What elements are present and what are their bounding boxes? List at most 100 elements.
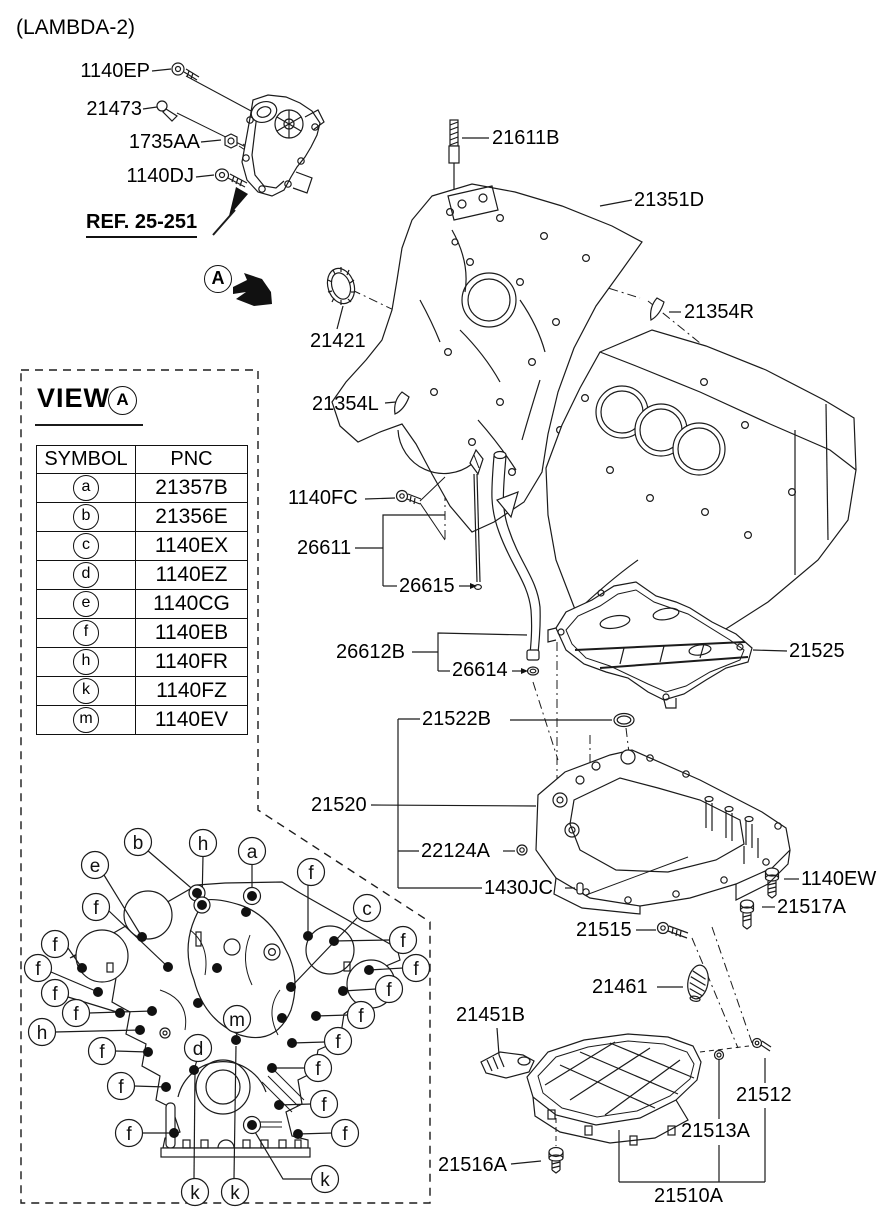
view-direction-arrow bbox=[233, 273, 272, 306]
svg-text:f: f bbox=[315, 1059, 321, 1080]
leader-lines bbox=[142, 68, 799, 1183]
gasket-21451b-glyph bbox=[480, 1051, 535, 1079]
nut-1735aa-glyph bbox=[224, 133, 238, 149]
part-label-26614: 26614 bbox=[452, 659, 508, 681]
symbol-badge: h bbox=[73, 649, 99, 675]
callout: k bbox=[180, 1177, 210, 1207]
callout: f bbox=[309, 1089, 339, 1119]
callout: f bbox=[330, 1118, 360, 1148]
symbol-callouts: b h a f e f c f f f f f f f f h f f m d … bbox=[23, 827, 431, 1207]
gasket-21354r-glyph bbox=[650, 297, 665, 321]
bolt-21516a-glyph bbox=[548, 1146, 564, 1174]
pnc-value: 1140EX bbox=[135, 531, 248, 561]
svg-text:f: f bbox=[400, 931, 406, 952]
callout-leader-lines bbox=[50, 849, 404, 1180]
svg-text:f: f bbox=[321, 1095, 327, 1116]
symbol-badge: d bbox=[73, 562, 99, 588]
svg-text:k: k bbox=[190, 1183, 200, 1204]
table-row: d 1140EZ bbox=[36, 560, 248, 590]
svg-text:f: f bbox=[358, 1006, 364, 1027]
table-header-row: SYMBOL PNC bbox=[36, 445, 248, 474]
plug-21473-glyph bbox=[156, 100, 178, 122]
svg-text:f: f bbox=[99, 1042, 105, 1063]
svg-text:d: d bbox=[193, 1039, 204, 1060]
svg-text:h: h bbox=[37, 1023, 48, 1044]
svg-text:f: f bbox=[335, 1032, 341, 1053]
callout: f bbox=[106, 1071, 136, 1101]
pnc-value: 1140FZ bbox=[135, 676, 248, 706]
table-row: k 1140FZ bbox=[36, 676, 248, 706]
page-title: (LAMBDA-2) bbox=[16, 16, 136, 39]
pnc-value: 1140EB bbox=[135, 618, 248, 648]
callout: f bbox=[40, 929, 70, 959]
symbol-badge: f bbox=[73, 620, 99, 646]
svg-text:f: f bbox=[52, 935, 58, 956]
symbol-badge: m bbox=[73, 707, 99, 733]
callout: f bbox=[114, 1118, 144, 1148]
bolt-21517a-glyph bbox=[739, 899, 755, 930]
pnc-value: 1140EZ bbox=[135, 560, 248, 590]
symbol-badge: a bbox=[73, 475, 99, 501]
part-label-26615: 26615 bbox=[399, 575, 455, 597]
callout: h bbox=[27, 1017, 57, 1047]
dowel-1430jc-glyph bbox=[576, 882, 584, 895]
svg-text:f: f bbox=[73, 1004, 79, 1025]
svg-text:f: f bbox=[126, 1124, 132, 1145]
bolt-1140ew-glyph bbox=[764, 867, 780, 899]
part-label-21611b: 21611B bbox=[492, 127, 560, 149]
callout: f bbox=[61, 998, 91, 1028]
callout: f bbox=[374, 974, 404, 1004]
callout: d bbox=[183, 1033, 213, 1063]
part-label-21461: 21461 bbox=[592, 976, 648, 998]
water-pump-drawing bbox=[156, 62, 325, 236]
callout: a bbox=[237, 836, 267, 866]
svg-text:e: e bbox=[90, 856, 101, 877]
callout: c bbox=[352, 893, 382, 923]
callout: f bbox=[40, 978, 70, 1008]
baffle-plate-drawing bbox=[547, 581, 753, 709]
pnc-value: 21356E bbox=[135, 502, 248, 532]
part-label-21451b: 21451B bbox=[456, 1004, 525, 1026]
pnc-value: 1140EV bbox=[135, 705, 248, 735]
part-label-1140fc: 1140FC bbox=[288, 487, 358, 509]
oil-seal-21421-glyph bbox=[326, 267, 356, 305]
callout: m bbox=[222, 1004, 252, 1034]
part-label-21354r: 21354R bbox=[684, 301, 755, 323]
front-view-drawing: b h a f e f c f f f f f f f f h f f m d … bbox=[23, 827, 431, 1207]
symbol-column-header: SYMBOL bbox=[36, 445, 136, 474]
construction-lines bbox=[351, 276, 753, 1146]
part-label-1140ep: 1140EP bbox=[80, 60, 150, 82]
stud-21611b-glyph bbox=[448, 119, 460, 197]
svg-text:a: a bbox=[247, 842, 258, 863]
part-label-21513a: 21513A bbox=[681, 1120, 750, 1142]
part-label-26611: 26611 bbox=[297, 537, 352, 559]
svg-text:f: f bbox=[93, 898, 99, 919]
svg-text:m: m bbox=[229, 1010, 245, 1031]
part-label-21525: 21525 bbox=[789, 640, 845, 662]
part-label-21512: 21512 bbox=[736, 1084, 792, 1106]
pnc-column-header: PNC bbox=[135, 445, 248, 474]
part-label-21517a: 21517A bbox=[777, 896, 846, 918]
engine-block-drawing bbox=[545, 329, 857, 656]
callout: f bbox=[303, 1053, 333, 1083]
svg-text:h: h bbox=[198, 834, 209, 855]
callout: f bbox=[296, 857, 326, 887]
symbol-badge: c bbox=[73, 533, 99, 559]
callout: f bbox=[323, 1026, 353, 1056]
svg-text:f: f bbox=[342, 1124, 348, 1145]
part-label-22124a: 22124A bbox=[421, 840, 490, 862]
symbol-badge: k bbox=[73, 678, 99, 704]
bolt-1140ep-glyph bbox=[171, 62, 200, 81]
svg-text:f: f bbox=[308, 863, 314, 884]
svg-text:f: f bbox=[35, 959, 41, 980]
view-a-arrow-marker: A bbox=[204, 265, 232, 293]
svg-text:f: f bbox=[52, 984, 58, 1005]
view-a-marker: A bbox=[108, 386, 137, 415]
lower-oil-pan-drawing bbox=[526, 1033, 702, 1146]
callout: f bbox=[87, 1036, 117, 1066]
